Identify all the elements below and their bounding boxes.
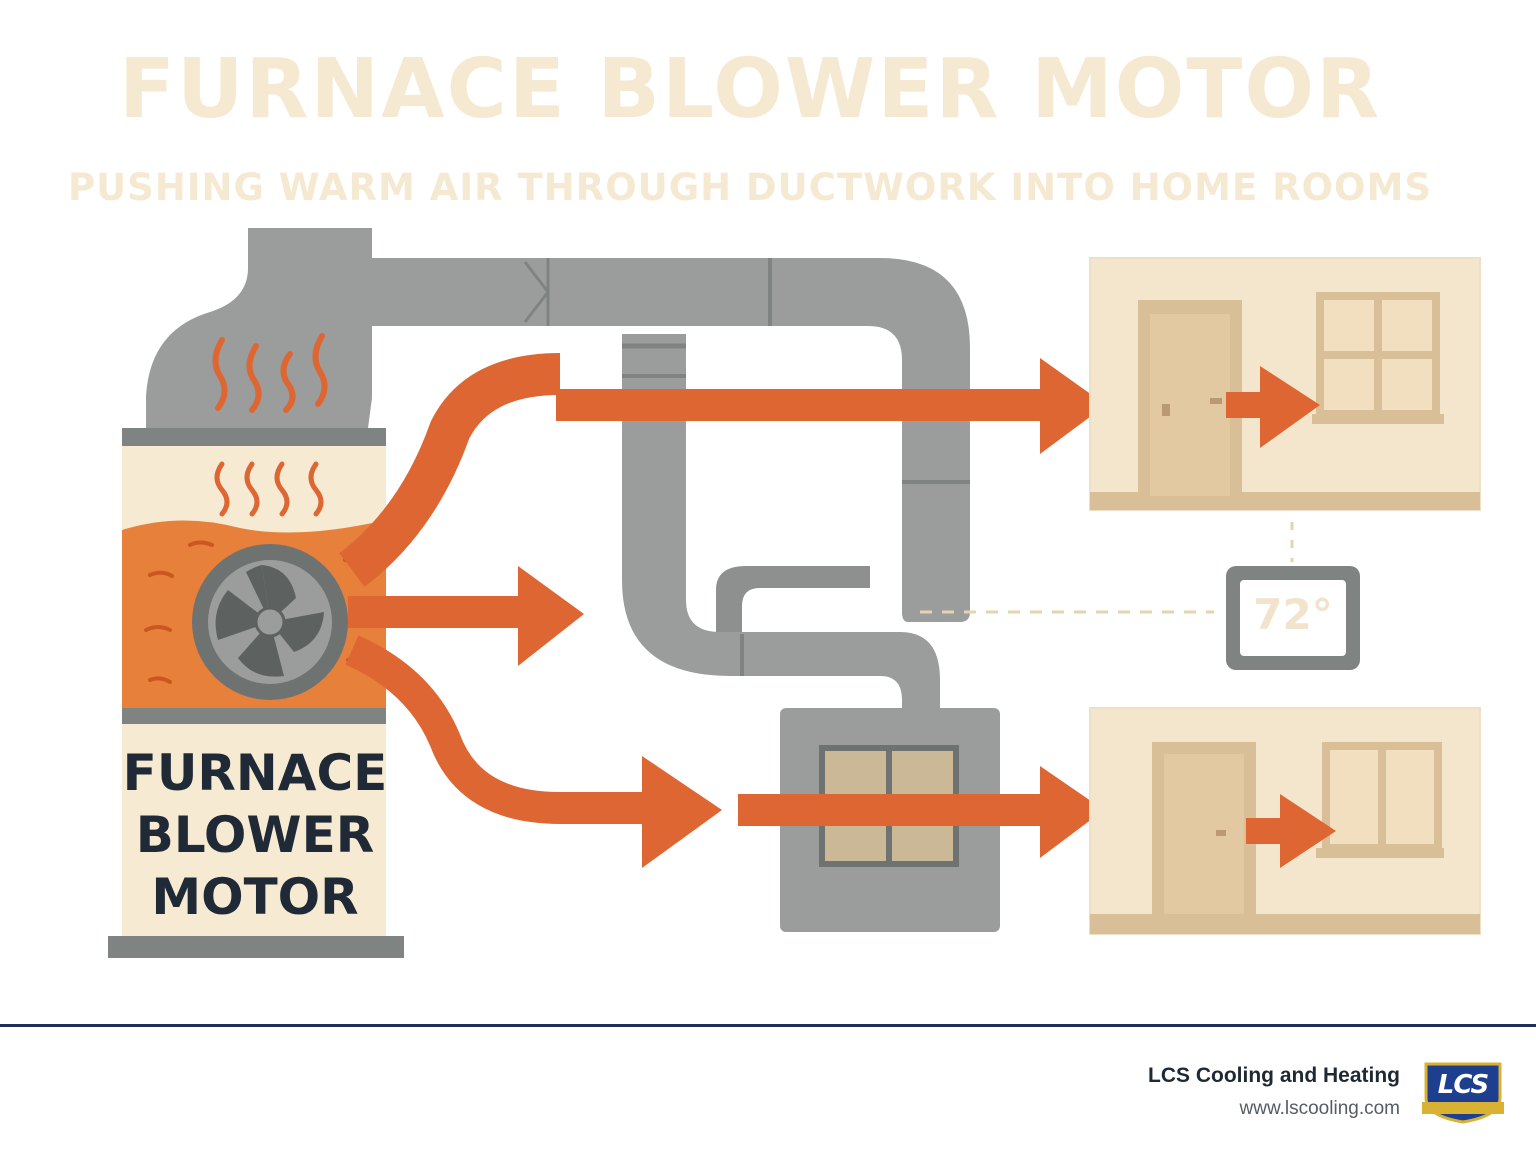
logo-text: LCS bbox=[1437, 1070, 1489, 1100]
page-title: FURNACE BLOWER MOTOR bbox=[118, 42, 1382, 137]
door-icon bbox=[1152, 742, 1256, 914]
heat-wave-icon bbox=[214, 461, 324, 517]
airflow-arrow-lower bbox=[345, 635, 646, 824]
arrowhead-upper bbox=[1040, 358, 1106, 454]
duct-direction-chevron bbox=[523, 261, 550, 323]
arrowhead-lower bbox=[642, 756, 722, 868]
company-website[interactable]: www.lscooling.com bbox=[1239, 1098, 1401, 1119]
furnace-label: FURNACE BLOWER MOTOR bbox=[122, 742, 388, 928]
supply-plenum bbox=[146, 228, 372, 428]
footer-divider bbox=[0, 1024, 1536, 1027]
window-icon bbox=[1312, 292, 1444, 424]
room-lower bbox=[1089, 707, 1481, 935]
thermostat-icon bbox=[920, 522, 1360, 670]
airflow-arrow-register bbox=[738, 794, 1048, 826]
fan-icon bbox=[192, 544, 348, 700]
logo-shield-icon: LCS bbox=[1420, 1058, 1506, 1124]
company-name: LCS Cooling and Heating bbox=[1148, 1064, 1400, 1087]
furnace-label-line: MOTOR bbox=[151, 868, 359, 926]
door-icon bbox=[1138, 300, 1242, 496]
thermostat-reading: 72° bbox=[1253, 590, 1333, 639]
top-trunk-duct bbox=[372, 258, 970, 622]
furnace-label-line: FURNACE bbox=[122, 744, 388, 802]
arrowhead-middle bbox=[518, 566, 584, 666]
airflow-arrow-upper bbox=[339, 353, 561, 587]
arrowhead-register bbox=[1040, 766, 1104, 858]
furnace-base bbox=[108, 936, 404, 958]
furnace-mid-band bbox=[122, 708, 386, 724]
furnace-label-line: BLOWER bbox=[135, 806, 375, 864]
furnace bbox=[108, 333, 404, 958]
airflow bbox=[339, 353, 1106, 868]
heat-wave-icon bbox=[212, 333, 328, 413]
room-upper bbox=[1089, 257, 1481, 511]
vertical-drop-duct bbox=[622, 334, 940, 710]
page-subtitle: PUSHING WARM AIR THROUGH DUCTWORK INTO H… bbox=[68, 166, 1432, 209]
furnace-top-cap bbox=[122, 428, 386, 446]
return-loop-duct bbox=[716, 566, 870, 632]
window-icon bbox=[1316, 742, 1444, 858]
